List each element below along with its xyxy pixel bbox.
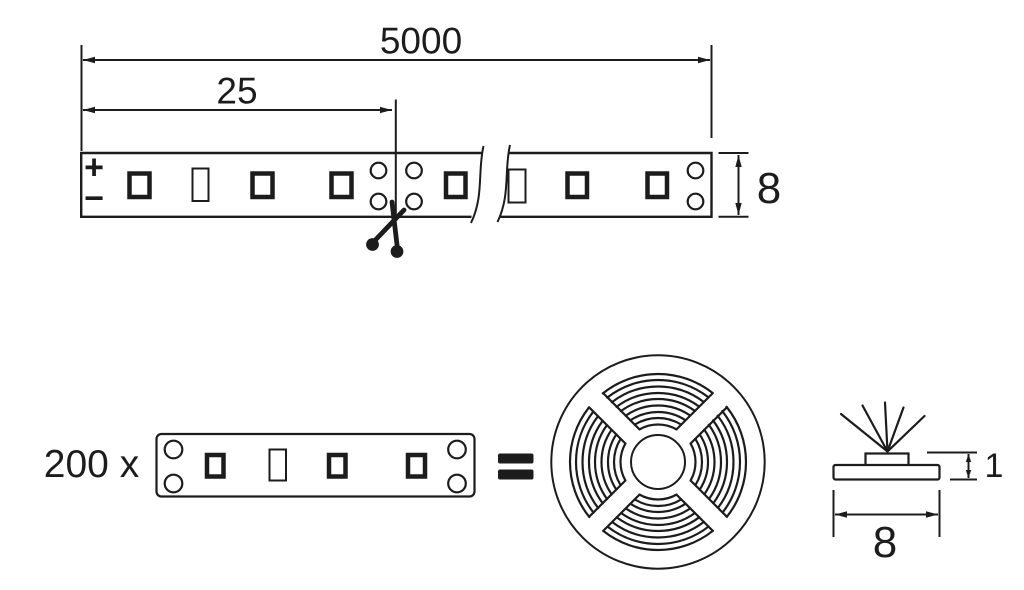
- segment-view: 200 x: [44, 432, 476, 498]
- strip-base-profile: [832, 463, 941, 481]
- resistor-chip: [507, 168, 527, 204]
- dim-strip-width-label: 8: [757, 164, 781, 213]
- polarity-minus-label: −: [84, 180, 104, 218]
- reel-wedge-edges: [587, 392, 729, 533]
- dim-profile-height-label: 1: [985, 447, 1004, 485]
- solder-pad: [163, 439, 184, 460]
- dimension-strip-width: 8: [718, 152, 781, 218]
- equals-icon: [498, 453, 534, 480]
- solder-pad: [163, 473, 184, 494]
- reel-outer-rim: [550, 354, 766, 570]
- led-chip: [329, 171, 354, 200]
- light-rays: [839, 401, 926, 453]
- break-wave-left: [470, 145, 485, 224]
- led-package: [864, 452, 910, 467]
- solder-pad: [405, 161, 423, 180]
- led-chip: [565, 171, 590, 200]
- solder-pad: [447, 473, 467, 494]
- dim-total-length-label: 5000: [380, 21, 462, 62]
- strip-body-left-part: [80, 151, 483, 218]
- dim-cut-segment-label: 25: [216, 71, 257, 112]
- scissors-handle: [390, 245, 404, 258]
- led-chip: [405, 452, 428, 479]
- led-chip: [645, 171, 670, 200]
- resistor-chip: [191, 167, 210, 202]
- dimension-total-length: 5000: [80, 21, 713, 151]
- solder-pad: [447, 439, 467, 460]
- led-chip: [443, 171, 468, 200]
- led-chip: [326, 452, 348, 479]
- solder-pad: [686, 192, 705, 211]
- reel-wound-strip-arcs: [568, 372, 748, 552]
- dimension-profile-height: 1: [927, 447, 1003, 485]
- dim-profile-width-label: 8: [873, 518, 897, 567]
- break-wave-right: [496, 144, 511, 223]
- led-chip: [204, 452, 226, 479]
- led-chip: [250, 171, 275, 200]
- reel-icon: [550, 354, 766, 570]
- scissors-handle: [366, 238, 379, 251]
- segment-body: [155, 432, 476, 498]
- dimension-cut-segment: 25: [83, 71, 392, 114]
- solder-pad: [405, 192, 423, 211]
- strip-top-view: + −: [80, 99, 713, 224]
- reel-hub: [630, 434, 686, 490]
- polarity-plus-label: +: [84, 149, 104, 187]
- scissors-icon: [366, 199, 407, 258]
- dimension-profile-width: 8: [832, 490, 941, 567]
- solder-pad: [369, 161, 388, 180]
- segment-count-label: 200 x: [44, 443, 140, 486]
- cross-section-view: 1 8: [832, 401, 1003, 567]
- led-chip: [127, 171, 152, 200]
- resistor-chip: [268, 448, 287, 482]
- solder-pad: [369, 192, 388, 211]
- solder-pad: [686, 161, 705, 180]
- strip-body-right-part: [500, 151, 713, 218]
